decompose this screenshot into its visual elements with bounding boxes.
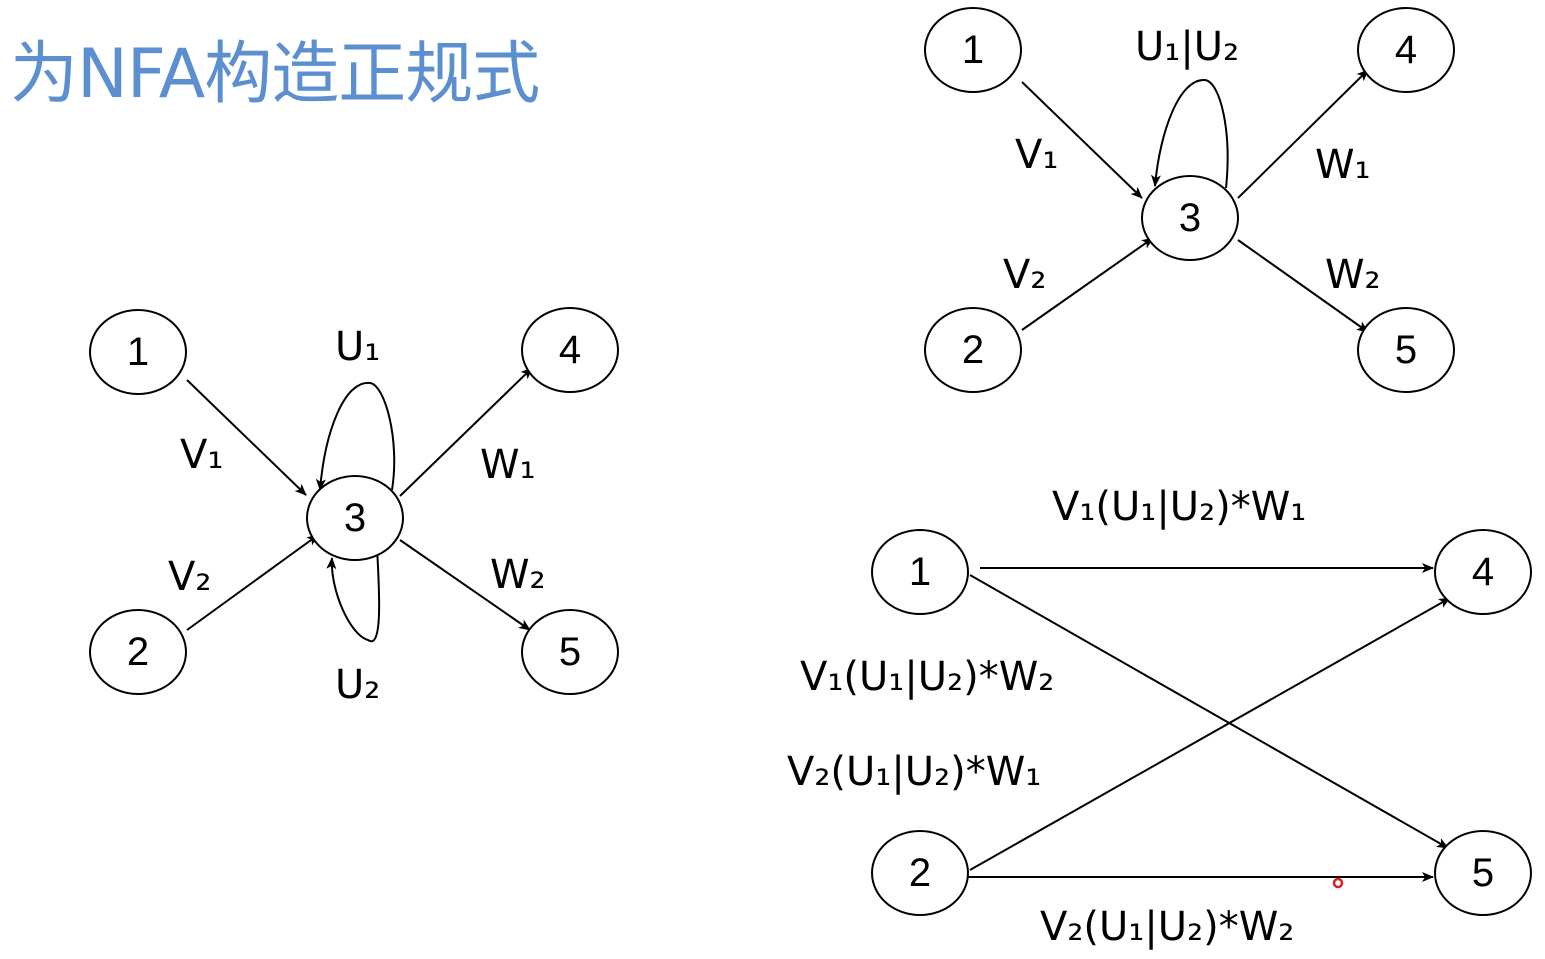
label-2-5: V₂(U₁|U₂)*W₂ <box>1040 904 1294 950</box>
edge-2-3 <box>1021 237 1154 331</box>
br-node-2: 2 <box>871 830 969 916</box>
node-label: 4 <box>1472 550 1494 594</box>
node-label: 5 <box>1472 851 1494 895</box>
label-v2: V₂ <box>168 554 211 600</box>
node-label: 4 <box>1395 28 1417 72</box>
loop-u1-u2 <box>1151 78 1229 189</box>
edge-3-5 <box>399 539 531 631</box>
left-node-5: 5 <box>521 609 619 695</box>
br-node-4: 4 <box>1434 529 1532 615</box>
edge-1-3 <box>186 379 307 496</box>
left-node-3: 3 <box>306 475 404 561</box>
tr-node-3: 3 <box>1141 175 1239 261</box>
label-v1: V₁ <box>1015 132 1058 178</box>
left-node-2: 2 <box>89 609 187 695</box>
bottom-right-diagram: 1 2 4 5 V₁(U₁|U₂)*W₁ V₁(U₁|U₂)*W₂ V₂(U₁|… <box>787 484 1532 950</box>
edge-1-5 <box>969 574 1449 849</box>
label-2-4: V₂(U₁|U₂)*W₁ <box>787 749 1041 795</box>
br-node-1: 1 <box>871 529 969 615</box>
edge-2-4 <box>969 597 1451 871</box>
loop-u2 <box>326 547 381 643</box>
node-label: 5 <box>1395 328 1417 372</box>
edge-1-3 <box>1021 81 1143 199</box>
node-label: 2 <box>962 328 984 372</box>
label-u1: U₁ <box>335 324 380 370</box>
left-node-4: 4 <box>521 307 619 393</box>
node-label: 4 <box>559 328 581 372</box>
node-label: 1 <box>127 330 149 374</box>
page-title: 为NFA构造正规式 <box>10 35 540 114</box>
edge-2-3 <box>186 534 319 631</box>
label-w1: W₁ <box>1315 142 1371 188</box>
edge-3-5 <box>1237 239 1369 333</box>
tr-node-4: 4 <box>1357 7 1455 93</box>
label-1-4: V₁(U₁|U₂)*W₁ <box>1052 484 1306 530</box>
label-w2: W₂ <box>490 552 546 598</box>
node-label: 1 <box>962 28 984 72</box>
node-label: 3 <box>1179 196 1201 240</box>
label-v1: V₁ <box>180 432 223 478</box>
edge-3-4 <box>399 367 533 497</box>
node-label: 2 <box>127 630 149 674</box>
label-w2: W₂ <box>1325 252 1381 298</box>
pointer-dot <box>1332 877 1344 889</box>
left-diagram: 1 2 3 4 5 V₁ V₂ U₁ U₂ W₁ W₂ <box>89 307 619 708</box>
node-label: 1 <box>909 550 931 594</box>
tr-node-2: 2 <box>924 307 1022 393</box>
node-label: 3 <box>344 496 366 540</box>
label-u2: U₂ <box>335 662 380 708</box>
node-label: 5 <box>559 630 581 674</box>
tr-node-5: 5 <box>1357 307 1455 393</box>
node-label: 2 <box>909 851 931 895</box>
edge-3-4 <box>1237 69 1369 199</box>
tr-node-1: 1 <box>924 7 1022 93</box>
label-1-5: V₁(U₁|U₂)*W₂ <box>800 654 1054 700</box>
label-u1-u2: U₁|U₂ <box>1135 24 1239 70</box>
label-w1: W₁ <box>480 442 536 488</box>
loop-u1 <box>315 381 396 491</box>
top-right-diagram: 1 2 3 4 5 U₁|U₂ V₁ V₂ W₁ W₂ <box>924 7 1455 393</box>
br-node-5: 5 <box>1434 830 1532 916</box>
left-node-1: 1 <box>89 309 187 395</box>
label-v2: V₂ <box>1003 252 1046 298</box>
